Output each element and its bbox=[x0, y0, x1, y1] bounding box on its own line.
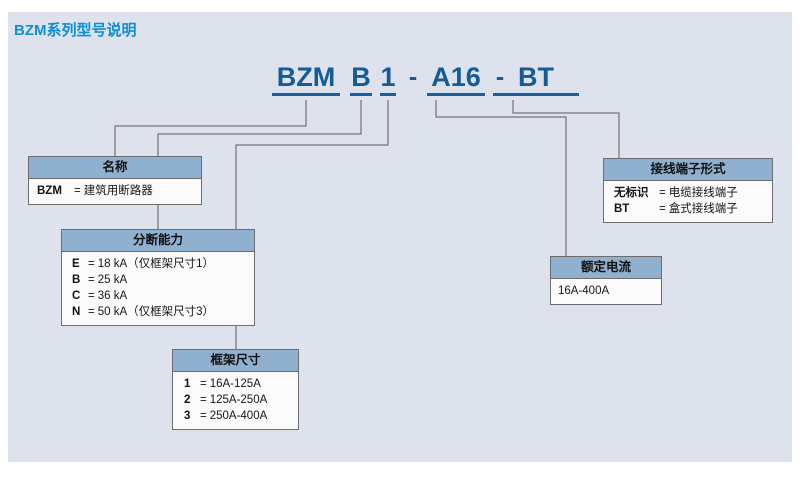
row-code: N bbox=[72, 306, 81, 318]
row-value: 250A-400A bbox=[209, 410, 268, 422]
model-number: BZM B 1 - A16 - BT bbox=[0, 62, 800, 96]
box-rated-current: 额定电流 16A-400A bbox=[550, 256, 662, 305]
model-separator-2: - bbox=[495, 63, 505, 91]
row-code: E bbox=[72, 258, 80, 270]
row-value: 36 kA bbox=[97, 290, 128, 302]
row-code: 3 bbox=[184, 410, 191, 422]
row-equals: = bbox=[659, 187, 666, 199]
box-breaking-capacity: 分断能力 E = 18 kA（仅框架尺寸1） B = 25 kA C = 36 … bbox=[61, 229, 255, 326]
table-row: 无标识 = 电缆接线端子 bbox=[604, 185, 772, 201]
table-row: 1 = 16A-125A bbox=[173, 376, 298, 392]
box-terminal-type: 接线端子形式 无标识 = 电缆接线端子 BT = 盒式接线端子 bbox=[603, 158, 773, 223]
row-equals: = bbox=[88, 274, 95, 286]
row-code: BZM bbox=[37, 185, 62, 197]
model-segment-frame: 1 bbox=[380, 62, 396, 96]
row-value: 盒式接线端子 bbox=[668, 203, 738, 215]
row-equals: = bbox=[88, 258, 95, 270]
table-row: B = 25 kA bbox=[62, 272, 254, 288]
row-equals: = bbox=[200, 394, 207, 406]
table-row: 2 = 125A-250A bbox=[173, 392, 298, 408]
row-value: 16A-125A bbox=[209, 378, 261, 390]
box-rated-current-body: 16A-400A bbox=[551, 279, 661, 304]
row-equals: = bbox=[88, 290, 95, 302]
row-value: 16A-400A bbox=[558, 285, 610, 297]
page-title: BZM系列型号说明 bbox=[14, 22, 137, 39]
row-code: C bbox=[72, 290, 81, 302]
box-frame-size: 框架尺寸 1 = 16A-125A 2 = 125A-250A 3 = 250A… bbox=[172, 349, 299, 430]
box-breaking-capacity-title: 分断能力 bbox=[62, 230, 254, 252]
row-value: 18 kA（仅框架尺寸1） bbox=[97, 258, 215, 270]
row-code: BT bbox=[614, 203, 630, 215]
row-code: B bbox=[72, 274, 81, 286]
box-name-body: BZM = 建筑用断路器 bbox=[29, 179, 201, 204]
box-name: 名称 BZM = 建筑用断路器 bbox=[28, 156, 202, 205]
box-breaking-capacity-body: E = 18 kA（仅框架尺寸1） B = 25 kA C = 36 kA N … bbox=[62, 252, 254, 325]
row-code: 2 bbox=[184, 394, 191, 406]
table-row: N = 50 kA（仅框架尺寸3） bbox=[62, 304, 254, 320]
row-value: 建筑用断路器 bbox=[83, 185, 153, 197]
row-equals: = bbox=[200, 378, 207, 390]
box-rated-current-title: 额定电流 bbox=[551, 257, 661, 279]
row-value: 25 kA bbox=[97, 274, 128, 286]
table-row: 16A-400A bbox=[551, 283, 661, 299]
model-segment-breaking: B bbox=[350, 62, 372, 96]
model-segment-bzm: BZM bbox=[272, 62, 340, 96]
model-segment-current: A16 bbox=[427, 62, 485, 96]
box-terminal-type-title: 接线端子形式 bbox=[604, 159, 772, 181]
row-value: 50 kA（仅框架尺寸3） bbox=[97, 306, 215, 318]
row-equals: = bbox=[74, 185, 81, 197]
box-terminal-type-body: 无标识 = 电缆接线端子 BT = 盒式接线端子 bbox=[604, 181, 772, 222]
box-frame-size-title: 框架尺寸 bbox=[173, 350, 298, 372]
table-row: BT = 盒式接线端子 bbox=[604, 201, 772, 217]
table-row: E = 18 kA（仅框架尺寸1） bbox=[62, 256, 254, 272]
row-equals: = bbox=[200, 410, 207, 422]
box-frame-size-body: 1 = 16A-125A 2 = 125A-250A 3 = 250A-400A bbox=[173, 372, 298, 429]
row-value: 125A-250A bbox=[209, 394, 268, 406]
row-value: 电缆接线端子 bbox=[668, 187, 738, 199]
table-row: C = 36 kA bbox=[62, 288, 254, 304]
row-equals: = bbox=[659, 203, 666, 215]
row-code: 1 bbox=[184, 378, 191, 390]
table-row: 3 = 250A-400A bbox=[173, 408, 298, 424]
row-equals: = bbox=[88, 306, 95, 318]
table-row: BZM = 建筑用断路器 bbox=[29, 183, 201, 199]
model-segment-terminal: BT bbox=[493, 62, 579, 96]
box-name-title: 名称 bbox=[29, 157, 201, 179]
model-separator-1: - bbox=[408, 63, 418, 91]
row-code: 无标识 bbox=[614, 187, 649, 199]
